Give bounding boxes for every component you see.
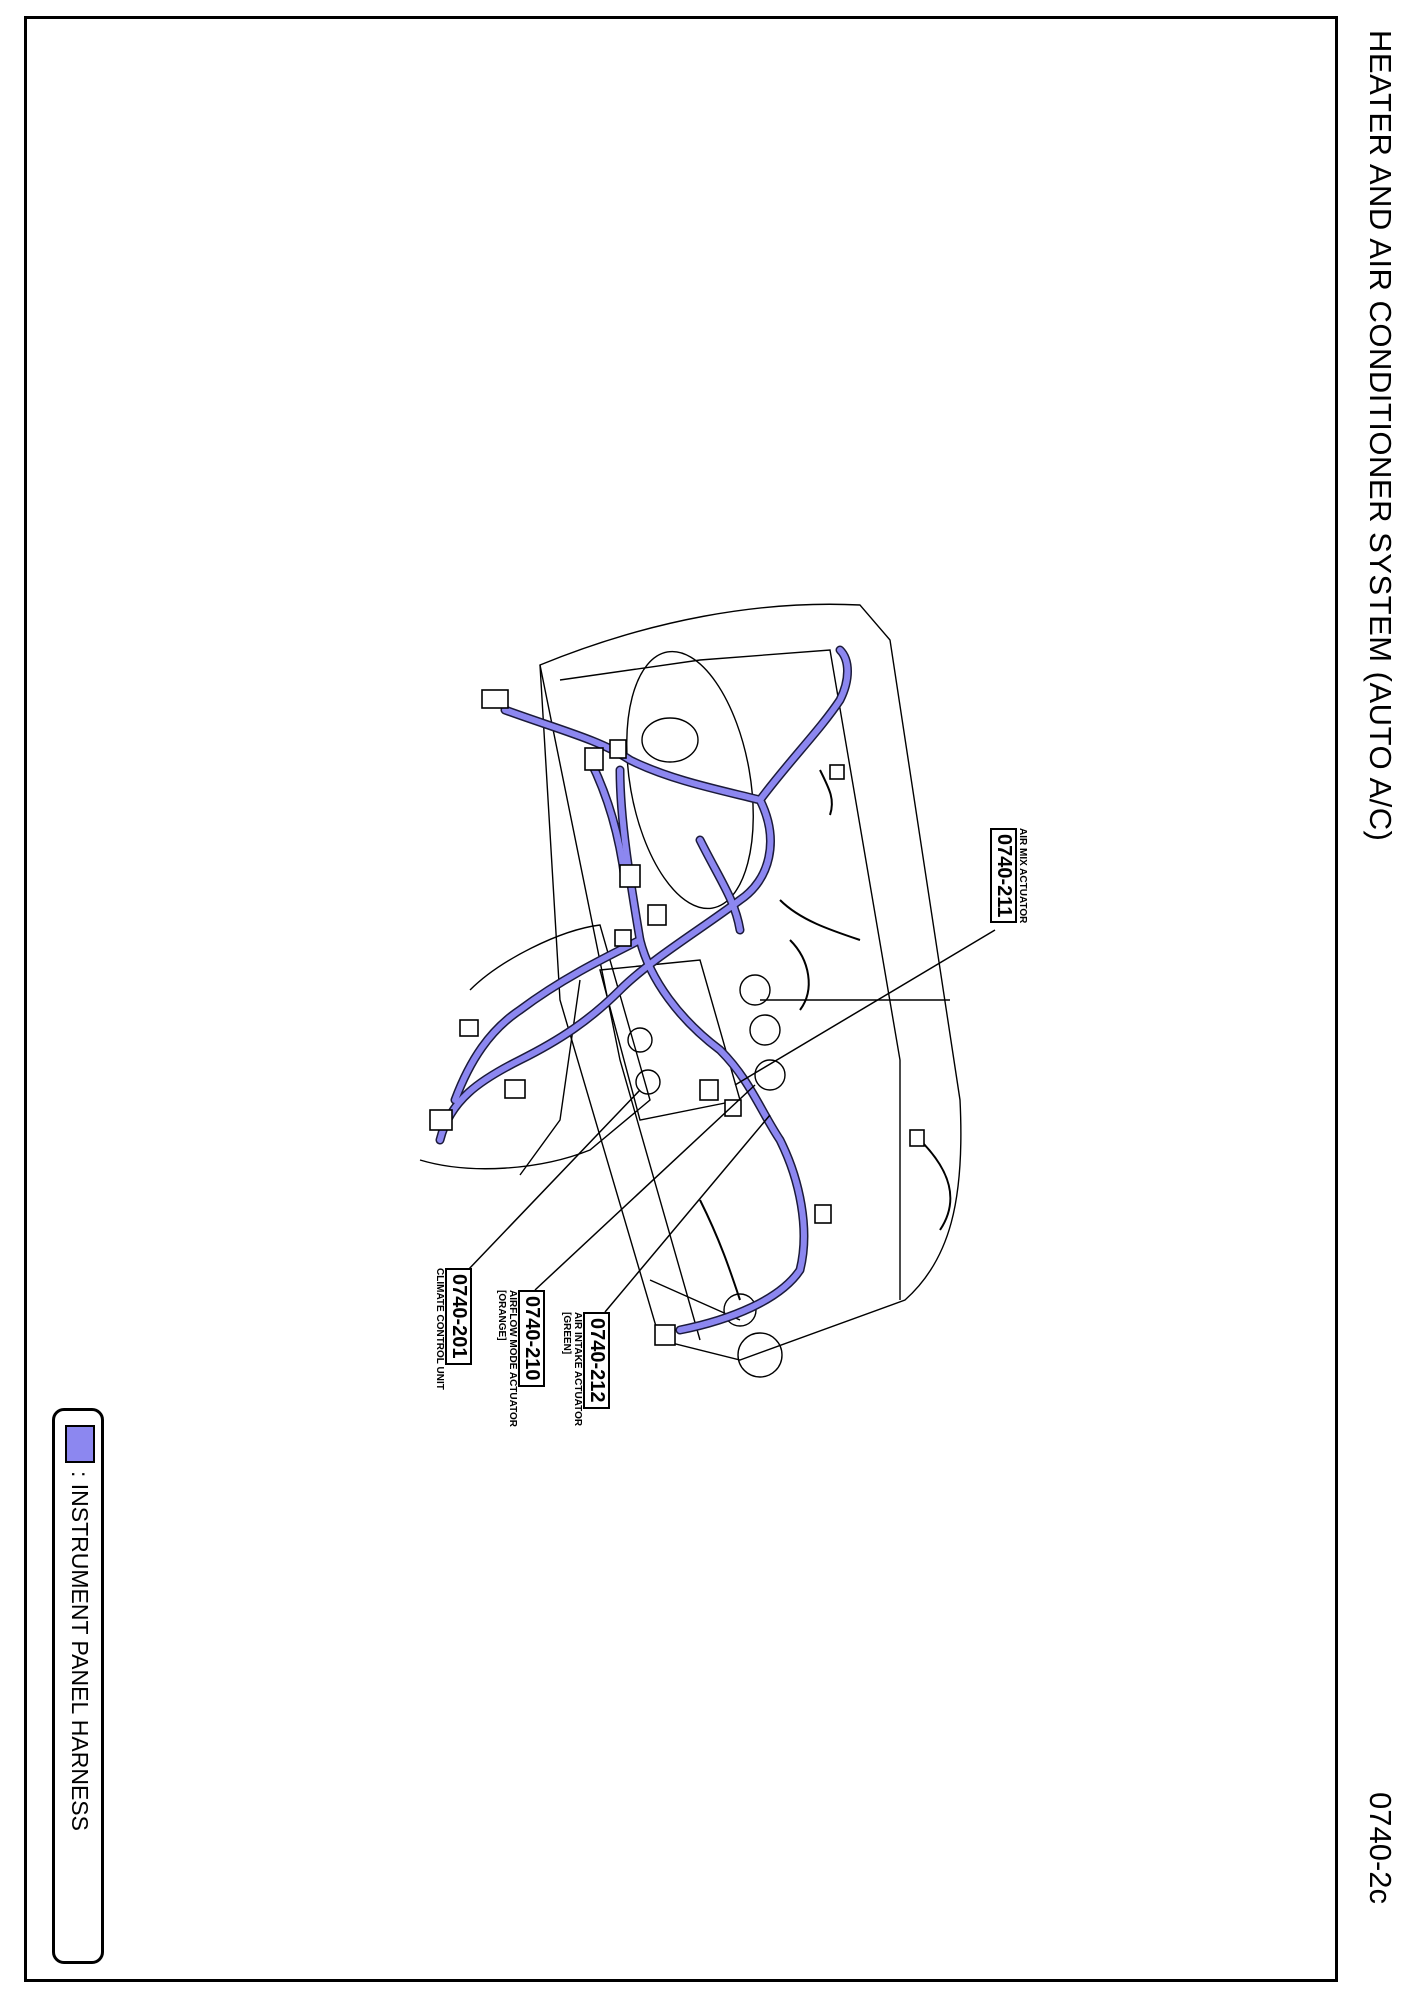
connector [504, 1079, 526, 1099]
callout-code: 0740-211 [990, 828, 1017, 924]
connector [724, 1099, 742, 1117]
connector [909, 1129, 925, 1147]
legend-box: : INSTRUMENT PANEL HARNESS [52, 1408, 104, 1964]
connector [481, 689, 509, 709]
connector [814, 1204, 832, 1224]
connector [699, 1079, 719, 1101]
harness-color-swatch [65, 1425, 95, 1463]
legend-label: : INSTRUMENT PANEL HARNESS [67, 1471, 93, 1831]
callout-code: 0740-212 [583, 1312, 610, 1409]
leader-line-0740-201 [467, 1089, 641, 1271]
connectors [429, 689, 925, 1346]
callout-note: [GREEN] [561, 1312, 572, 1355]
callout-caption: AIR MIX ACTUATOR [1017, 828, 1028, 924]
leader-line-0740-211 [734, 929, 996, 1086]
connector [609, 739, 627, 759]
leader-line-0740-212 [604, 1114, 771, 1313]
page-frame [24, 16, 1338, 1982]
connector [619, 864, 641, 888]
callout-note: [ORANGE] [496, 1290, 507, 1341]
callout-air-intake-actuator: 0740-212 AIR INTAKE ACTUATOR [GREEN] [561, 1312, 610, 1426]
callout-caption: AIR INTAKE ACTUATOR [572, 1312, 583, 1427]
leader-line-0740-210 [534, 1084, 756, 1291]
callout-caption: AIRFLOW MODE ACTUATOR [507, 1290, 518, 1428]
harness-outline [435, 645, 852, 1335]
connector [647, 904, 667, 926]
connector [654, 1324, 676, 1346]
callout-code: 0740-201 [445, 1268, 472, 1365]
connector [429, 1109, 453, 1131]
connector [584, 747, 604, 771]
callout-airflow-mode-actuator: 0740-210 AIRFLOW MODE ACTUATOR [ORANGE] [496, 1290, 545, 1427]
branch-wires [699, 769, 952, 1301]
callout-caption: CLIMATE CONTROL UNIT [434, 1268, 445, 1390]
leader-lines [467, 929, 996, 1313]
connector [614, 929, 632, 947]
callout-climate-control-unit: 0740-201 CLIMATE CONTROL UNIT [434, 1268, 472, 1390]
connector [829, 764, 845, 780]
instrument-panel-harness [437, 647, 851, 1333]
instrument-panel-outline [419, 603, 962, 1378]
callout-code: 0740-210 [518, 1290, 545, 1387]
connector [459, 1019, 479, 1037]
callout-air-mix-actuator: AIR MIX ACTUATOR 0740-211 [990, 828, 1028, 924]
